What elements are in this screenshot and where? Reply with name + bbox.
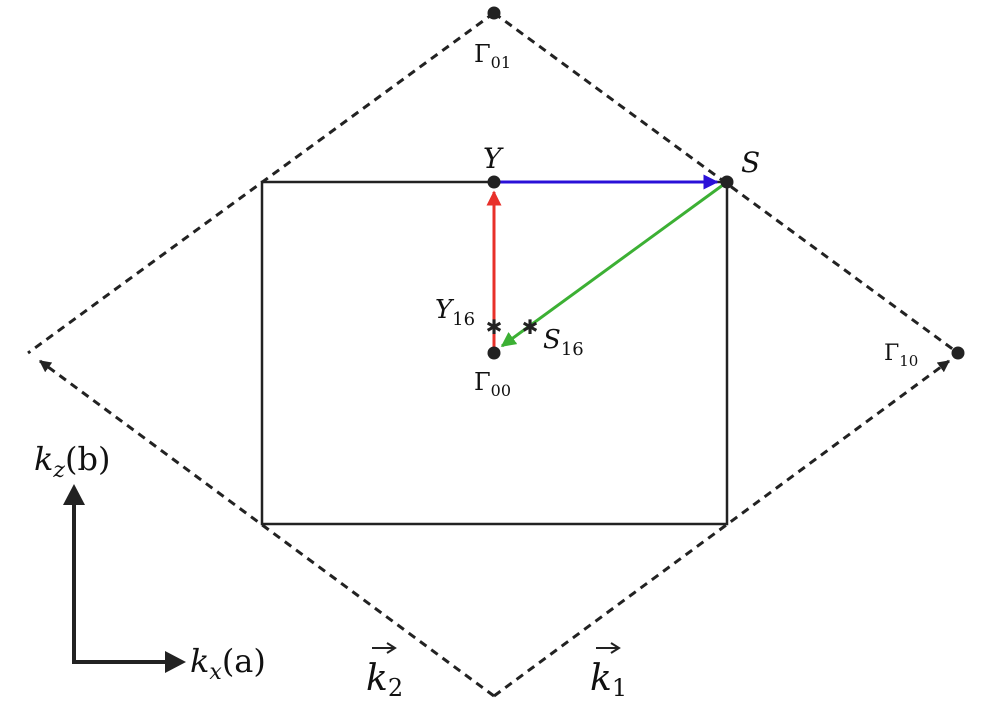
kz-axis-arrowhead: [63, 484, 85, 505]
label-y: Y: [483, 142, 504, 175]
label-gamma10: Γ10: [884, 341, 918, 370]
star-y16: ✱: [486, 315, 503, 339]
rhombus-edge-top-left: [27, 11, 495, 355]
point-s: [720, 175, 734, 189]
label-s16: S16: [543, 325, 584, 360]
svg-text:k1: k1: [590, 658, 627, 702]
point-y: [487, 175, 501, 189]
k2-vector: [39, 359, 495, 698]
star-s16: ✱: [522, 315, 539, 339]
label-gamma01: Γ01: [474, 40, 511, 72]
label-y16: Y16: [435, 295, 475, 330]
point-gamma01: [487, 6, 501, 20]
k1-vector: [493, 359, 950, 698]
svg-text:k2: k2: [366, 658, 403, 702]
label-k2: k2: [366, 642, 403, 702]
label-s: S: [741, 146, 760, 179]
axes-lines: [72, 500, 170, 664]
label-gamma00: Γ00: [474, 368, 511, 400]
kx-axis-label: kx(a): [190, 642, 266, 685]
point-gamma00: [487, 346, 501, 360]
kx-axis-arrowhead: [165, 651, 186, 673]
kz-axis-label: kz(b): [34, 440, 110, 483]
label-k1: k1: [590, 642, 627, 702]
path-s-to-gamma00: [500, 180, 728, 348]
coordinate-axes: kz(b) kx(a): [34, 440, 266, 685]
point-gamma10: [951, 346, 965, 360]
